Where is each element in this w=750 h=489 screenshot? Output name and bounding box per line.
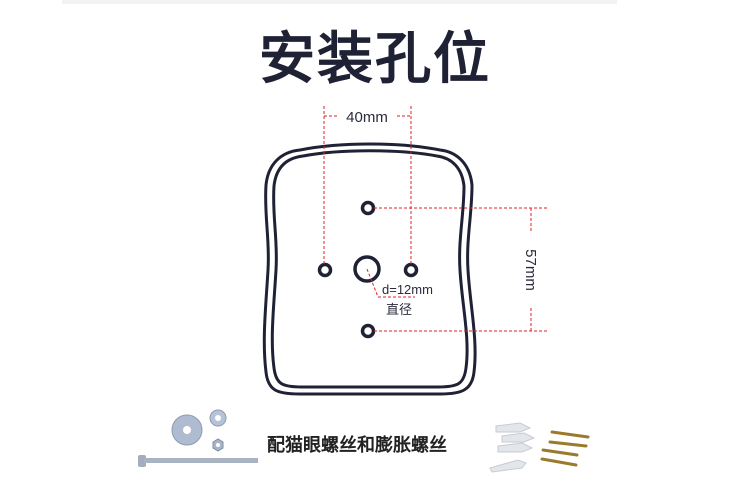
accessories-caption: 配猫眼螺丝和膨胀螺丝 xyxy=(267,435,447,456)
hole-bottom xyxy=(360,323,376,339)
plate-outline xyxy=(262,142,477,396)
dimension-lines xyxy=(323,106,548,332)
top-border xyxy=(62,0,617,4)
center-hole-diameter-sublabel: 直径 xyxy=(386,302,412,317)
hole-top xyxy=(360,200,376,216)
center-hole-diameter-label: d=12mm xyxy=(382,282,433,297)
width-dimension-label: 40mm xyxy=(346,109,388,126)
bolt-washer-nut-icon xyxy=(138,409,258,467)
height-dimension-label: 57mm xyxy=(522,249,539,291)
page-title: 安装孔位 xyxy=(259,27,491,92)
hole-left xyxy=(317,262,333,278)
mounting-holes xyxy=(317,200,419,339)
hole-center xyxy=(353,255,381,283)
wall-anchors-screws-icon xyxy=(489,422,590,473)
hole-right xyxy=(403,262,419,278)
